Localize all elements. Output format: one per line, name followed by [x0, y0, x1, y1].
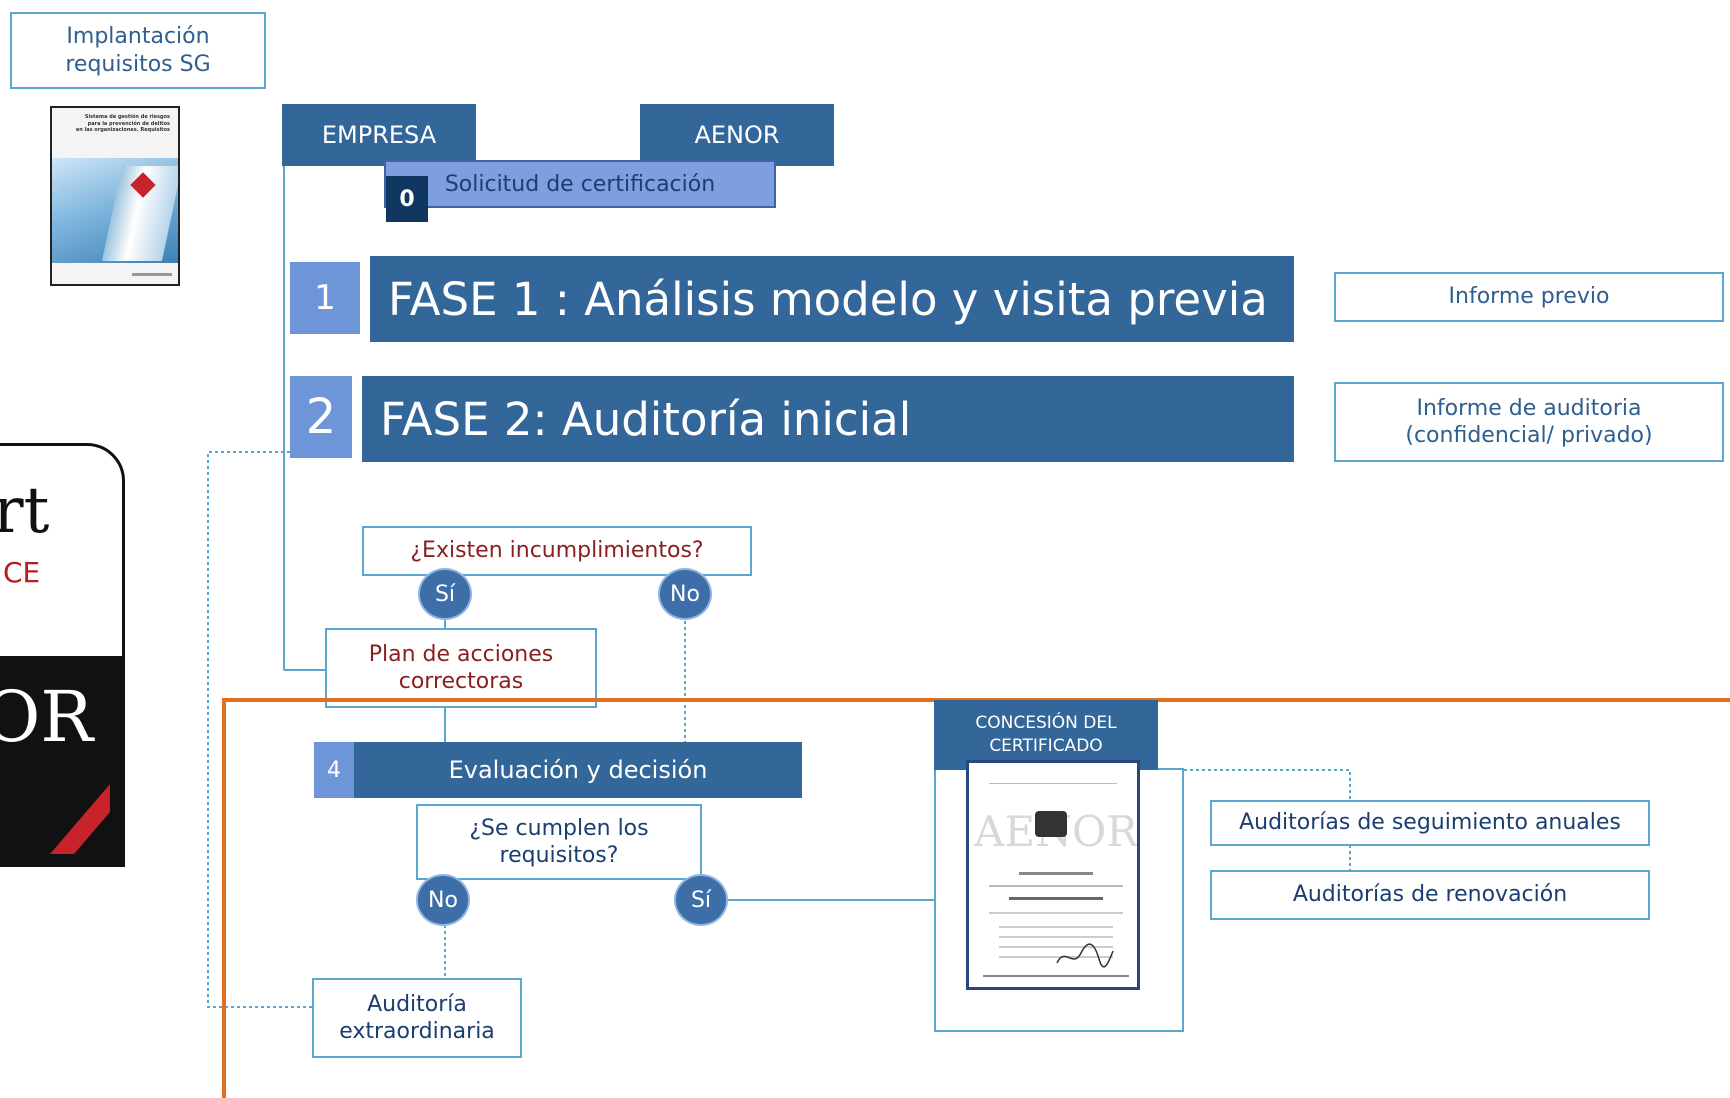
fase2-box: FASE 2: Auditoría inicial	[362, 376, 1294, 462]
empresa-header: EMPRESA	[282, 104, 476, 166]
existen-question: ¿Existen incumplimientos?	[362, 526, 752, 576]
extraordinaria-line1: Auditoría	[367, 991, 467, 1017]
seguimiento-box: Auditorías de seguimiento anuales	[1210, 800, 1650, 846]
implantacion-line2: requisitos SG	[65, 51, 211, 77]
evaluacion-box: Evaluación y decisión	[354, 742, 802, 798]
plan-line1: Plan de acciones	[368, 641, 554, 667]
existen-si-circle: Sí	[418, 568, 472, 620]
cumplen-si-circle: Sí	[674, 874, 728, 926]
fase1-box: FASE 1 : Análisis modelo y visita previa	[370, 256, 1294, 342]
concesion-line2: CERTIFICADO	[989, 736, 1103, 756]
plan-line2: correctoras	[398, 669, 524, 694]
logo-brand: OR	[0, 676, 94, 758]
certificate-signature	[1056, 943, 1114, 968]
informe-auditoria-box: Informe de auditoria(confidencial/ priva…	[1334, 382, 1724, 462]
implantacion-line1: Implantación	[66, 24, 210, 49]
aenor-header: AENOR	[640, 104, 834, 166]
certificate-image: AENOR	[966, 760, 1140, 990]
certification-logo: rt CE OR	[0, 443, 125, 867]
logo-sub: CE	[3, 556, 41, 589]
existen-no-circle: No	[658, 568, 712, 620]
cumplen-line1: ¿Se cumplen los	[469, 815, 649, 841]
informe-previo-box: Informe previo	[1334, 272, 1724, 322]
solicitud-box: Solicitud de certificación	[384, 160, 776, 208]
concesion-line1: CONCESIÓN DEL	[975, 713, 1117, 734]
solicitud-number: 0	[386, 176, 428, 222]
fase1-number: 1	[290, 262, 360, 334]
cumplen-no-circle: No	[416, 874, 470, 926]
renovacion-box: Auditorías de renovación	[1210, 870, 1650, 920]
logo-red-corner	[50, 784, 110, 854]
standard-book-cover: Sistema de gestión de riesgos para la pr…	[50, 106, 180, 286]
certificate-seal	[1035, 811, 1067, 837]
fase2-number: 2	[290, 376, 352, 458]
logo-word: rt	[0, 474, 50, 548]
informe-auditoria-line2: (confidencial/ privado)	[1405, 423, 1653, 448]
book-title: Sistema de gestión de riesgos para la pr…	[75, 114, 170, 133]
book-cover-image	[52, 158, 178, 263]
informe-auditoria-line1: Informe de auditoria	[1416, 395, 1642, 421]
evaluacion-number: 4	[314, 742, 354, 798]
cumplen-line2: requisitos?	[499, 843, 619, 868]
extraordinaria-line2: extraordinaria	[339, 1019, 495, 1044]
